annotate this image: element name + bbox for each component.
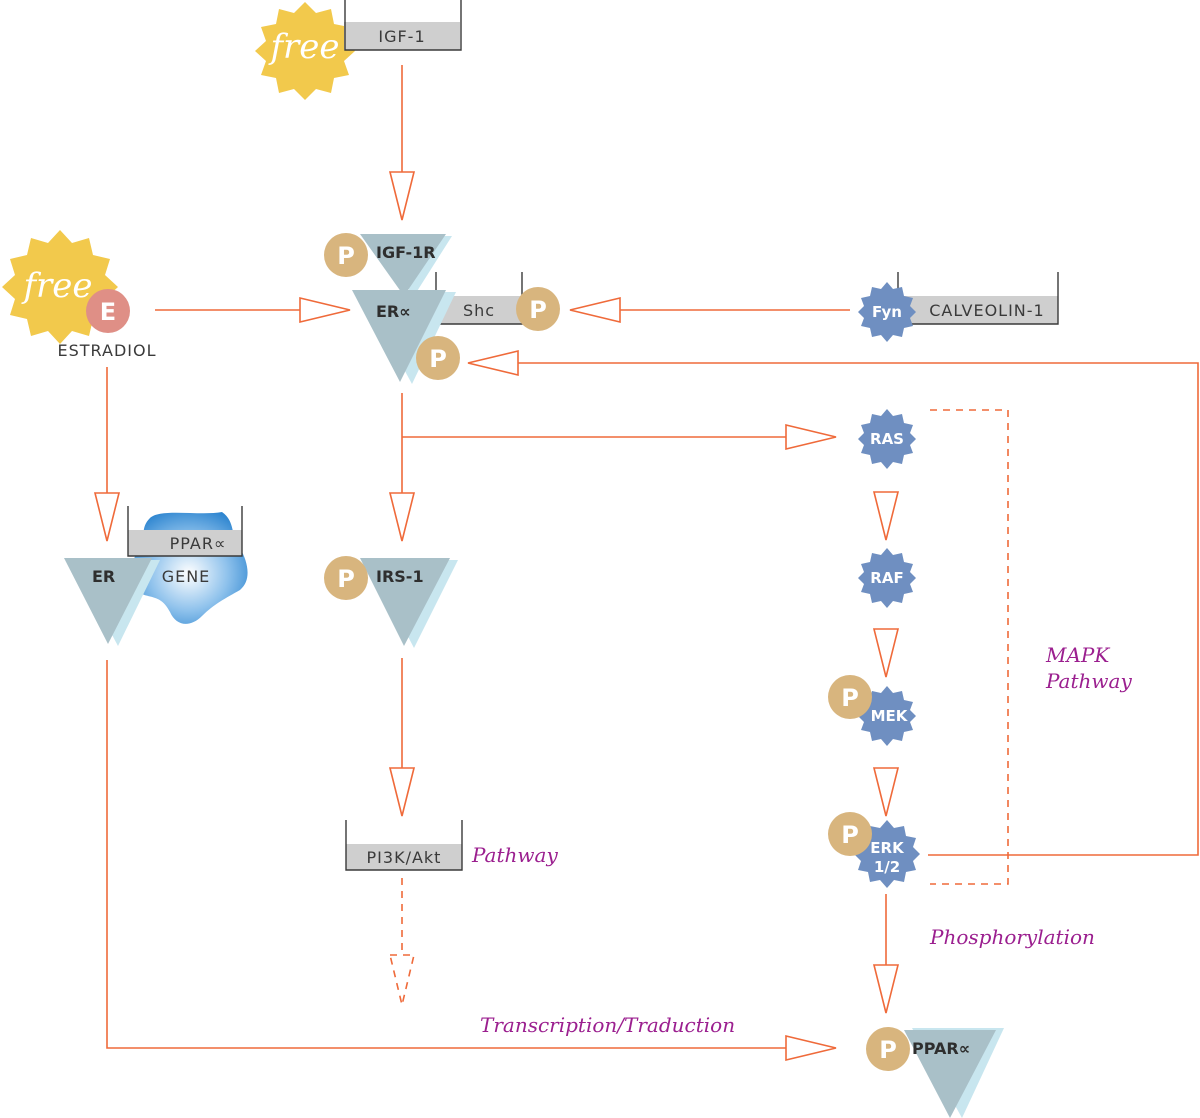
arrowhead-to-ras: [785, 423, 837, 451]
mek-p-label: P: [841, 684, 859, 712]
mapk-label-line2: Pathway: [1045, 669, 1132, 693]
ppar-final-label: PPAR∝: [912, 1039, 970, 1058]
arrowhead-raf-mek: [872, 628, 900, 678]
era-triangle: [352, 290, 446, 382]
arrowhead-erk-feedback: [467, 349, 519, 377]
er-label: ER: [92, 567, 115, 586]
connector-lines: [106, 65, 1199, 1049]
arrowhead-ras-raf: [872, 491, 900, 541]
estradiol-e-circle: [86, 289, 130, 333]
ppar-final-group: PPAR∝ P: [866, 1027, 1004, 1118]
irs1-group: IRS-1 P: [324, 556, 458, 648]
irs1-triangle: [360, 558, 450, 646]
free-starburst-igf1: [255, 2, 355, 100]
arrowhead-to-er: [93, 492, 121, 542]
dashed-lines: [388, 409, 1009, 1006]
estradiol-e-label: E: [100, 298, 116, 326]
pi3k-bracket: [345, 820, 463, 871]
ras-star: [858, 409, 916, 469]
caveolin-label: CALVEOLIN-1: [929, 301, 1044, 320]
arrowhead-to-ppar: [872, 964, 900, 1014]
receptor-complex: IGF-1R P Shc P ER∝ P: [324, 233, 560, 384]
caveolin-box: [898, 296, 1058, 324]
arrowhead-igf1-down: [388, 171, 416, 221]
phosphorylation-label: Phosphorylation: [929, 925, 1095, 949]
arrowhead-to-irs1: [388, 492, 416, 542]
free-label-estradiol: free: [20, 266, 92, 306]
shc-label: Shc: [463, 301, 495, 320]
pi3k-pathway-label: Pathway: [471, 843, 558, 867]
erk-p-label: P: [841, 821, 859, 849]
arrowhead-transcription: [785, 1034, 837, 1062]
mek-star: [858, 686, 916, 746]
ppar-final-p-label: P: [879, 1036, 897, 1064]
igf1-label: IGF-1: [378, 27, 425, 46]
transcription-label: Transcription/Traduction: [480, 1013, 735, 1037]
erk-label-line2: 1/2: [874, 858, 900, 876]
irs1-label: IRS-1: [376, 567, 424, 586]
fyn-label: Fyn: [872, 303, 902, 321]
mek-label: MEK: [871, 707, 909, 725]
irs1-p-label: P: [337, 565, 355, 593]
er-triangle: [64, 558, 152, 644]
pi3k-group: PI3K/Akt Pathway: [345, 820, 558, 871]
pi3k-box: [346, 844, 462, 870]
ppar-gene-box: [128, 530, 242, 556]
mek-phospho: [828, 675, 872, 719]
erk-phospho: [828, 812, 872, 856]
era-label: ER∝: [376, 302, 411, 321]
igf1-group: free IGF-1: [255, 0, 462, 100]
pi3k-label: PI3K/Akt: [367, 848, 442, 867]
arrowhead-to-pi3k: [388, 767, 416, 817]
estradiol-caption: ESTRADIOL: [58, 341, 157, 360]
fyn-star: [858, 282, 916, 342]
erk-label-line1: ERK: [870, 839, 905, 857]
arrowhead-shc-left: [569, 296, 621, 324]
er-gene-group: PPAR∝ GENE ER: [64, 506, 248, 646]
free-label-igf1: free: [267, 27, 339, 67]
shc-phospho: [516, 287, 560, 331]
ppar-final-phospho: [866, 1027, 910, 1071]
shc-p-label: P: [529, 296, 547, 324]
mapk-label-line1: MAPK: [1045, 643, 1110, 667]
igf1r-phospho: [324, 233, 368, 277]
igf1-bracket: [344, 0, 462, 51]
ras-label: RAS: [870, 430, 904, 448]
irs1-phospho: [324, 556, 368, 600]
ppar-gene-bracket: [127, 506, 243, 557]
arrowhead-mek-erk: [872, 767, 900, 817]
era-phospho: [416, 336, 460, 380]
ppar-final-triangle: [904, 1030, 996, 1118]
caveolin-group: CALVEOLIN-1 Fyn: [858, 272, 1059, 342]
era-p-label: P: [429, 345, 447, 373]
estradiol-group: free E ESTRADIOL: [2, 230, 157, 360]
igf1r-p-label: P: [337, 242, 355, 270]
raf-star: [858, 548, 916, 608]
arrowheads: [93, 171, 900, 1062]
igf1r-triangle: [360, 234, 446, 296]
igf1-box: [344, 22, 460, 50]
arrowhead-estradiol-right: [299, 296, 351, 324]
ppar-gene-label: PPAR∝: [170, 534, 227, 553]
raf-label: RAF: [870, 569, 903, 587]
gene-label: GENE: [162, 567, 211, 586]
igf1r-label: IGF-1R: [376, 243, 436, 262]
mapk-cascade: RAS RAF MEK P ERK 1/2 P: [828, 409, 920, 888]
